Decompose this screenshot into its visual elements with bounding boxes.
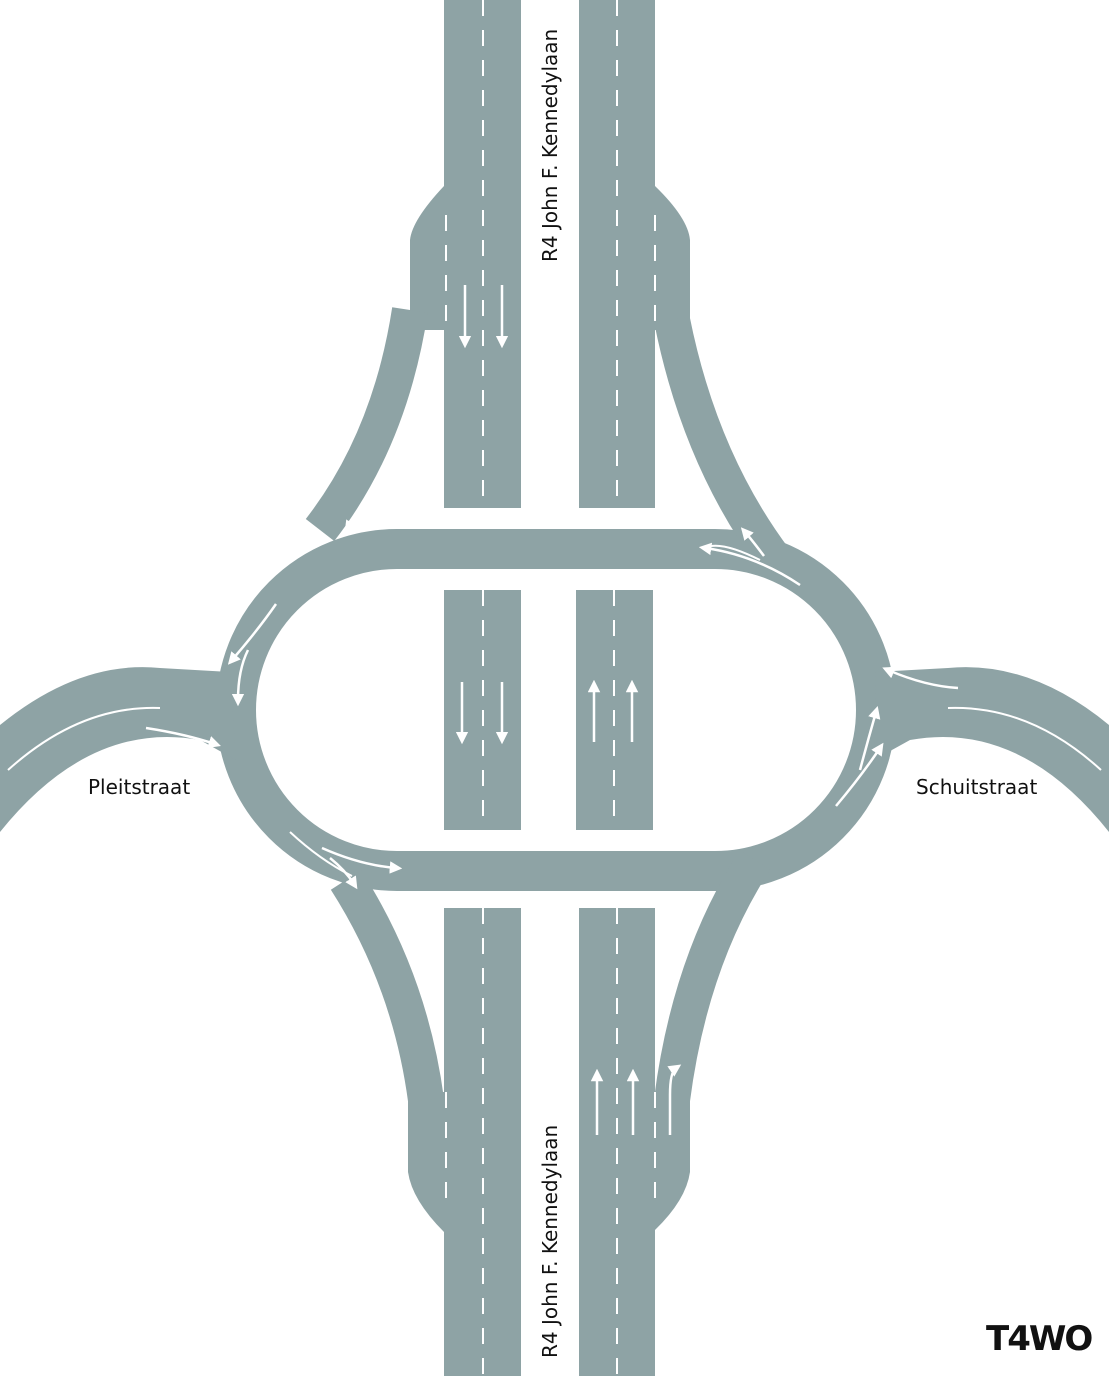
arrow-ring-sw (321, 846, 403, 874)
street-label-east: Schuitstraat (916, 775, 1037, 799)
roundabout-ring (216, 529, 896, 891)
arrow-ring-ne-2 (740, 527, 765, 557)
highway-south-northbound (579, 908, 690, 1376)
arrow-ring-sw-2 (329, 857, 358, 890)
arrow-ring-west (227, 603, 278, 665)
arrow-ring-east-2 (858, 705, 881, 771)
brand-logo: T4WO (986, 1319, 1092, 1359)
arrow-east-in (882, 666, 959, 690)
arrow-ring-west-2 (231, 649, 250, 707)
street-label-south: R4 John F. Kennedylaan (538, 1125, 562, 1358)
street-west (0, 667, 236, 832)
arrow-nw-ramp (344, 459, 388, 534)
direction-arrows (145, 285, 959, 1135)
street-label-west: Pleitstraat (88, 775, 190, 799)
arrow-up-curve (667, 1064, 682, 1135)
ramp-north-west-off (305, 307, 428, 542)
arrow-ring-ne (698, 542, 801, 587)
ramp-north-east-on (654, 316, 790, 571)
ramp-south-east-off (654, 850, 771, 1103)
highway-north-southbound (410, 0, 521, 508)
ramp-south-west-on (330, 870, 444, 1103)
lane-markings (445, 0, 656, 1376)
street-label-north: R4 John F. Kennedylaan (538, 29, 562, 262)
arrow-west-in (145, 726, 221, 748)
arrow-ring-east (835, 742, 884, 807)
highway-south-southbound (408, 908, 521, 1376)
street-east (874, 667, 1109, 832)
highway-north-northbound (579, 0, 690, 508)
